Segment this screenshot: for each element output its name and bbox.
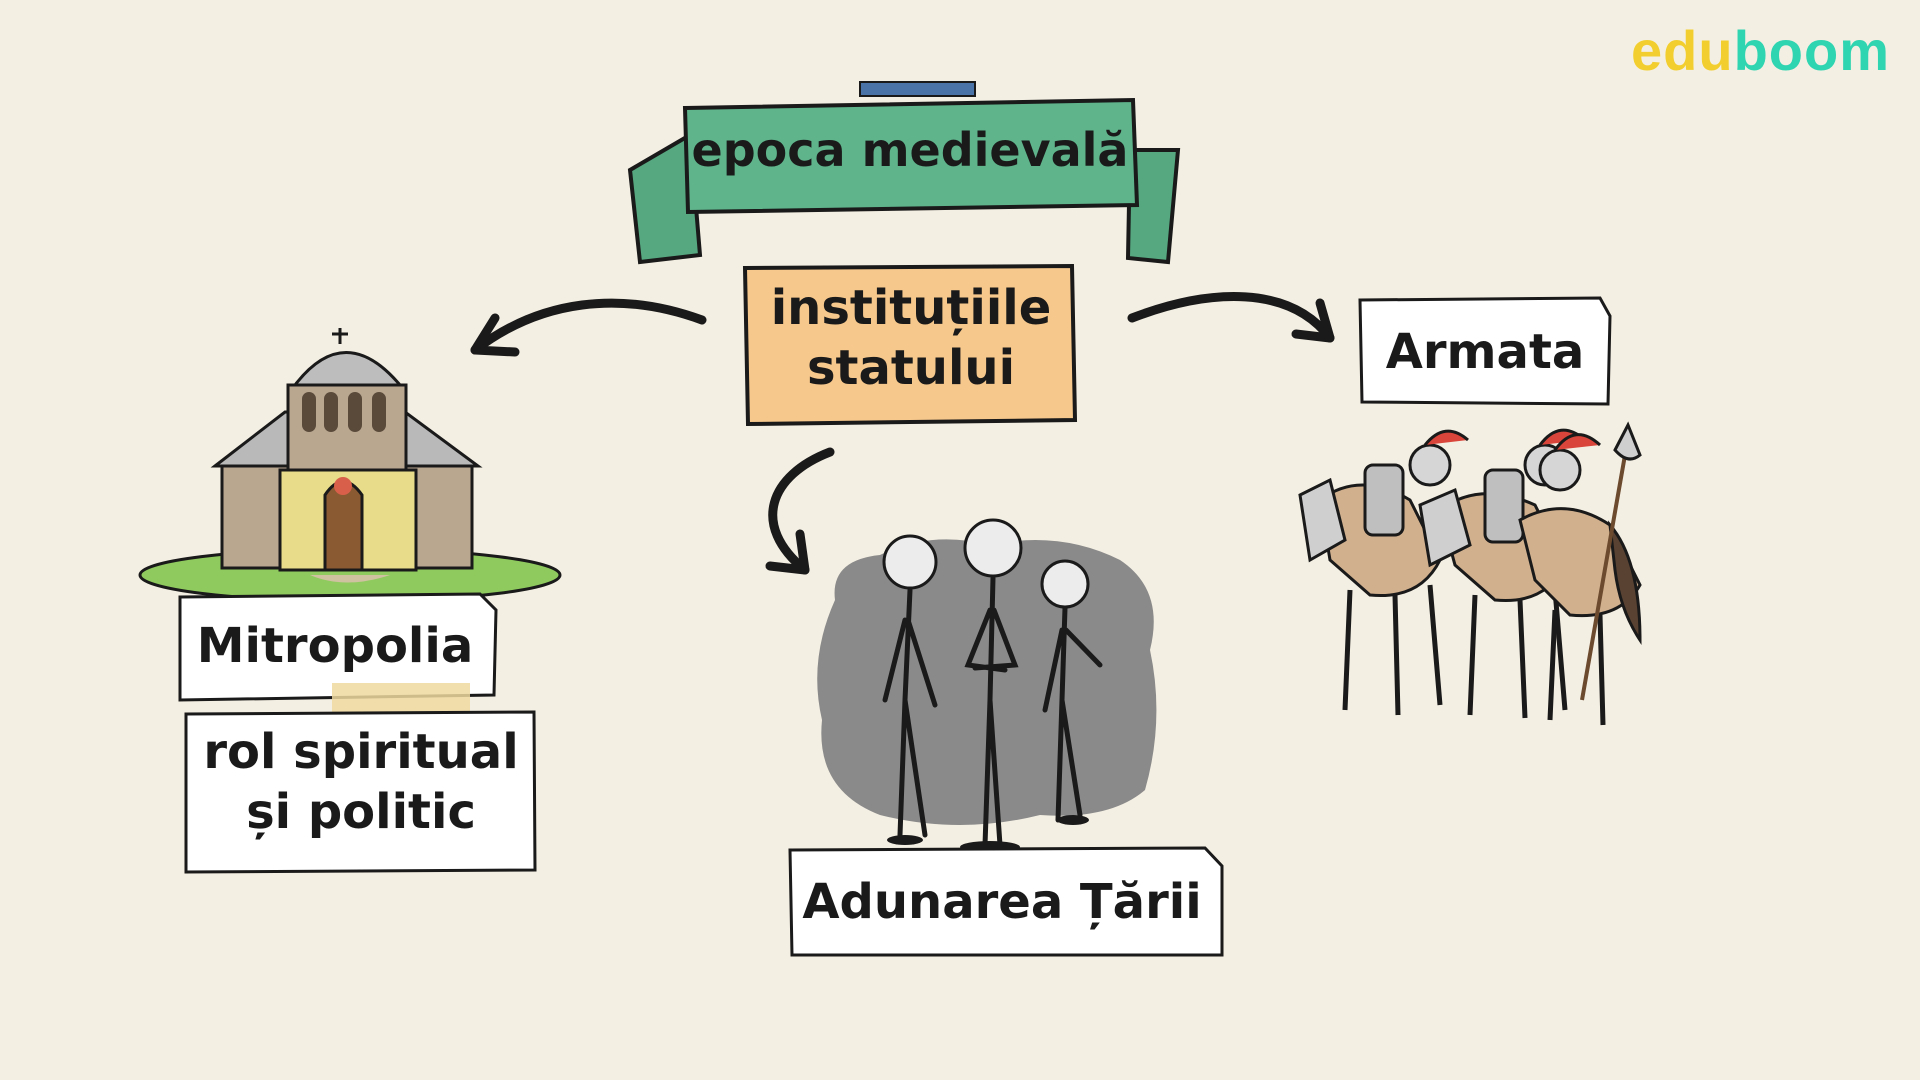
armata-sign <box>1358 296 1612 406</box>
mitropolia-role-label: rol spiritual și politic <box>186 722 536 842</box>
title-text: epoca medievală <box>691 123 1129 177</box>
armata-label: Armata <box>1385 324 1585 380</box>
title-banner <box>627 81 1181 265</box>
mitropolia-sign <box>178 592 498 702</box>
arrow-to-adunarea <box>765 447 835 575</box>
eduboom-logo: eduboom <box>1631 19 1890 82</box>
role-line-1: rol spiritual <box>203 724 519 780</box>
church-illustration <box>138 328 562 603</box>
arrow-to-mitropolia <box>470 298 707 357</box>
center-line-2: statului <box>806 340 1016 396</box>
role-line-2: și politic <box>246 784 476 840</box>
cavalry-illustration <box>1298 421 1642 726</box>
mitropolia-label: Mitropolia <box>196 618 474 674</box>
assembly-crowd-illustration <box>817 518 1157 853</box>
adunarea-label: Adunarea Țării <box>802 874 1202 930</box>
center-box <box>742 263 1078 427</box>
mitropolia-role-sign <box>184 710 537 874</box>
adunarea-sign <box>788 846 1224 957</box>
center-label: instituțiile statului <box>748 278 1074 398</box>
arrow-to-armata <box>1127 292 1335 343</box>
center-line-1: instituțiile <box>770 280 1052 336</box>
